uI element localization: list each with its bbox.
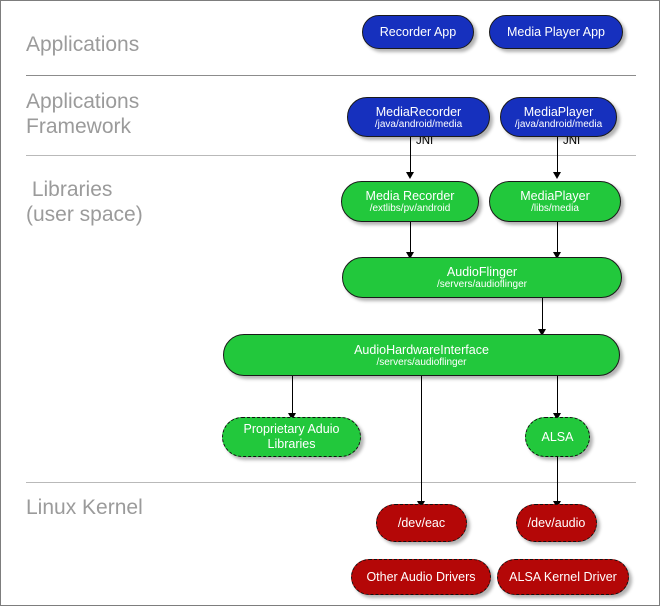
node-audiohardwareinterface-title: AudioHardwareInterface <box>354 342 489 357</box>
node-audioflinger[interactable]: AudioFlinger /servers/audioflinger <box>342 257 622 298</box>
band-label-applications: Applications <box>26 33 140 56</box>
node-media-player-app[interactable]: Media Player App <box>489 15 623 49</box>
node-proprietary-audio-libs-title: Proprietary Aduio <box>243 422 340 436</box>
node-proprietary-audio-libs-title-line2: Libraries <box>267 437 316 451</box>
node-alsa-title: ALSA <box>541 430 574 444</box>
node-audiohardwareinterface-path: /servers/audioflinger <box>376 356 467 368</box>
connector-mediaplayer-lib-to-audioflinger <box>557 222 558 255</box>
node-mediarecorder-framework-path: /java/android/media <box>374 118 463 130</box>
band-label-applications-framework: Applications Framework <box>26 90 140 138</box>
arrowhead-media-recorder-lib <box>406 172 414 179</box>
edge-label-jni-left: JNI <box>416 135 434 147</box>
connector-ahi-to-proprietary-audio-libs <box>292 376 293 416</box>
node-alsa[interactable]: ALSA <box>525 417 590 457</box>
node-media-recorder-lib-title: Media Recorder <box>365 189 455 203</box>
node-audiohardwareinterface[interactable]: AudioHardwareInterface /servers/audiofli… <box>223 334 620 376</box>
arrowhead-audiohardwareinterface <box>538 329 546 336</box>
connector-mediaplayer-to-mediaplayer-lib <box>557 137 558 175</box>
node-mediaplayer-framework[interactable]: MediaPlayer /java/android/media <box>500 97 617 137</box>
node-audioflinger-path: /servers/audioflinger <box>436 279 528 290</box>
node-proprietary-audio-libs[interactable]: Proprietary Aduio Libraries <box>222 417 361 457</box>
node-recorder-app-title: Recorder App <box>379 25 457 39</box>
connector-audioflinger-to-audiohardwareinterface <box>542 298 543 332</box>
node-media-recorder-lib[interactable]: Media Recorder /extlibs/pv/android <box>341 181 479 222</box>
node-dev-audio[interactable]: /dev/audio <box>516 504 597 542</box>
node-alsa-kernel-driver[interactable]: ALSA Kernel Driver <box>497 559 629 595</box>
band-label-linux-kernel: Linux Kernel <box>26 496 143 519</box>
band-label-libraries: Libraries (user space) <box>26 178 143 226</box>
node-alsa-kernel-driver-title: ALSA Kernel Driver <box>509 570 617 584</box>
node-mediaplayer-lib-title: MediaPlayer <box>520 189 590 203</box>
node-mediaplayer-framework-title: MediaPlayer <box>523 104 594 119</box>
divider-kernel <box>26 482 636 483</box>
node-mediarecorder-framework[interactable]: MediaRecorder /java/android/media <box>347 97 490 137</box>
arrowhead-audioflinger-right <box>553 252 561 259</box>
node-recorder-app[interactable]: Recorder App <box>362 15 474 49</box>
node-mediaplayer-lib-path: /libs/media <box>531 203 579 214</box>
connector-mediarecorder-to-media-recorder-lib <box>410 137 411 175</box>
node-other-audio-drivers-title: Other Audio Drivers <box>366 570 476 584</box>
connector-alsa-to-dev-audio <box>557 457 558 504</box>
arrowhead-mediaplayer-lib <box>553 172 561 179</box>
node-dev-eac[interactable]: /dev/eac <box>376 504 467 542</box>
edge-label-jni-right: JNI <box>563 135 581 147</box>
connector-media-recorder-lib-to-audioflinger <box>410 222 411 255</box>
node-media-player-app-title: Media Player App <box>507 25 605 39</box>
node-media-recorder-lib-path: /extlibs/pv/android <box>369 203 451 214</box>
connector-ahi-to-dev-eac <box>421 376 422 504</box>
arrowhead-audioflinger-left <box>406 252 414 259</box>
divider-framework <box>26 155 636 156</box>
node-mediaplayer-lib[interactable]: MediaPlayer /libs/media <box>489 181 621 222</box>
node-mediarecorder-framework-title: MediaRecorder <box>375 104 462 119</box>
connector-ahi-to-alsa <box>557 376 558 416</box>
divider-applications <box>26 75 636 76</box>
node-dev-audio-title: /dev/audio <box>527 516 586 530</box>
node-mediaplayer-framework-path: /java/android/media <box>514 118 603 130</box>
node-dev-eac-title: /dev/eac <box>397 516 446 530</box>
node-audioflinger-title: AudioFlinger <box>446 265 518 279</box>
node-other-audio-drivers[interactable]: Other Audio Drivers <box>351 559 491 595</box>
